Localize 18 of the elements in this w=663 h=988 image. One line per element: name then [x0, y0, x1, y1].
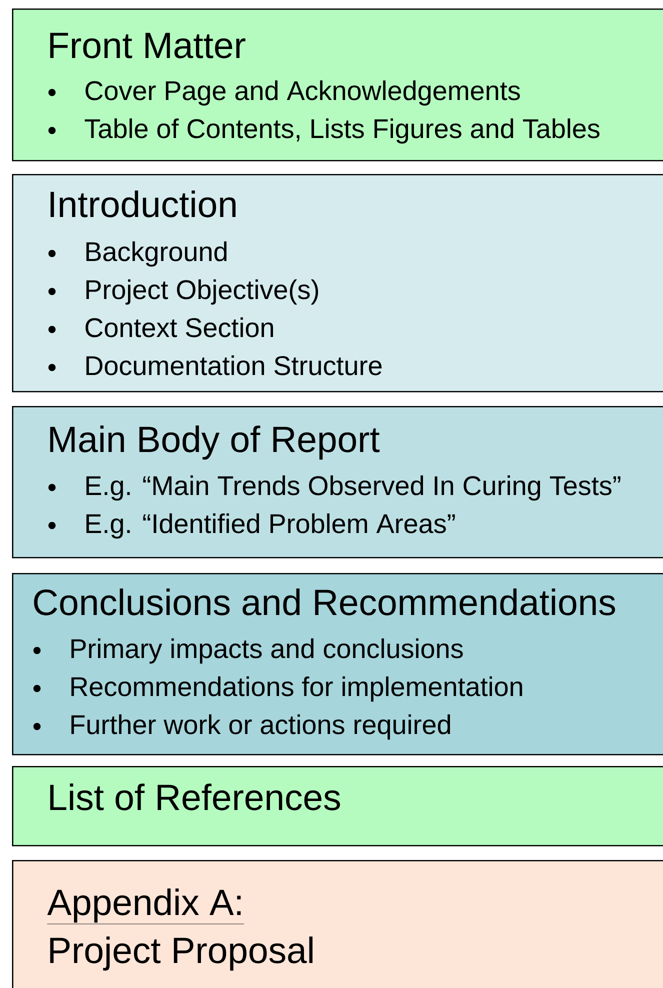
bullet-item: Primary impacts and conclusions — [33, 638, 463, 664]
bullet-item: Recommendations for implementation — [33, 676, 522, 702]
bullet-item: Table of Contents, Lists Figures and Tables — [48, 118, 600, 144]
section-heading: Introduction — [50, 190, 236, 218]
bullet-item: Context Section — [48, 317, 274, 338]
bullet-item: E.g. “Identified Problem Areas” — [48, 513, 455, 539]
section-heading: Conclusions and Recommendations — [34, 588, 616, 616]
section-heading: Front Matter — [50, 32, 246, 58]
section-heading: Appendix A: — [47, 888, 244, 924]
section-heading: List of References — [50, 784, 340, 810]
bullet-item: Documentation Structure — [48, 355, 382, 376]
section-heading: Project Proposal — [50, 936, 312, 971]
bullet-item: Cover Page and Acknowledgements — [48, 80, 520, 106]
bullet-item: Project Objective(s) — [48, 279, 318, 305]
bullet-item: Background — [48, 241, 227, 267]
section-heading: Main Body of Report — [50, 426, 380, 460]
bullet-item: E.g. “Main Trends Observed In Curing Tests” — [48, 475, 620, 501]
bullet-item: Further work or actions required — [33, 714, 450, 740]
